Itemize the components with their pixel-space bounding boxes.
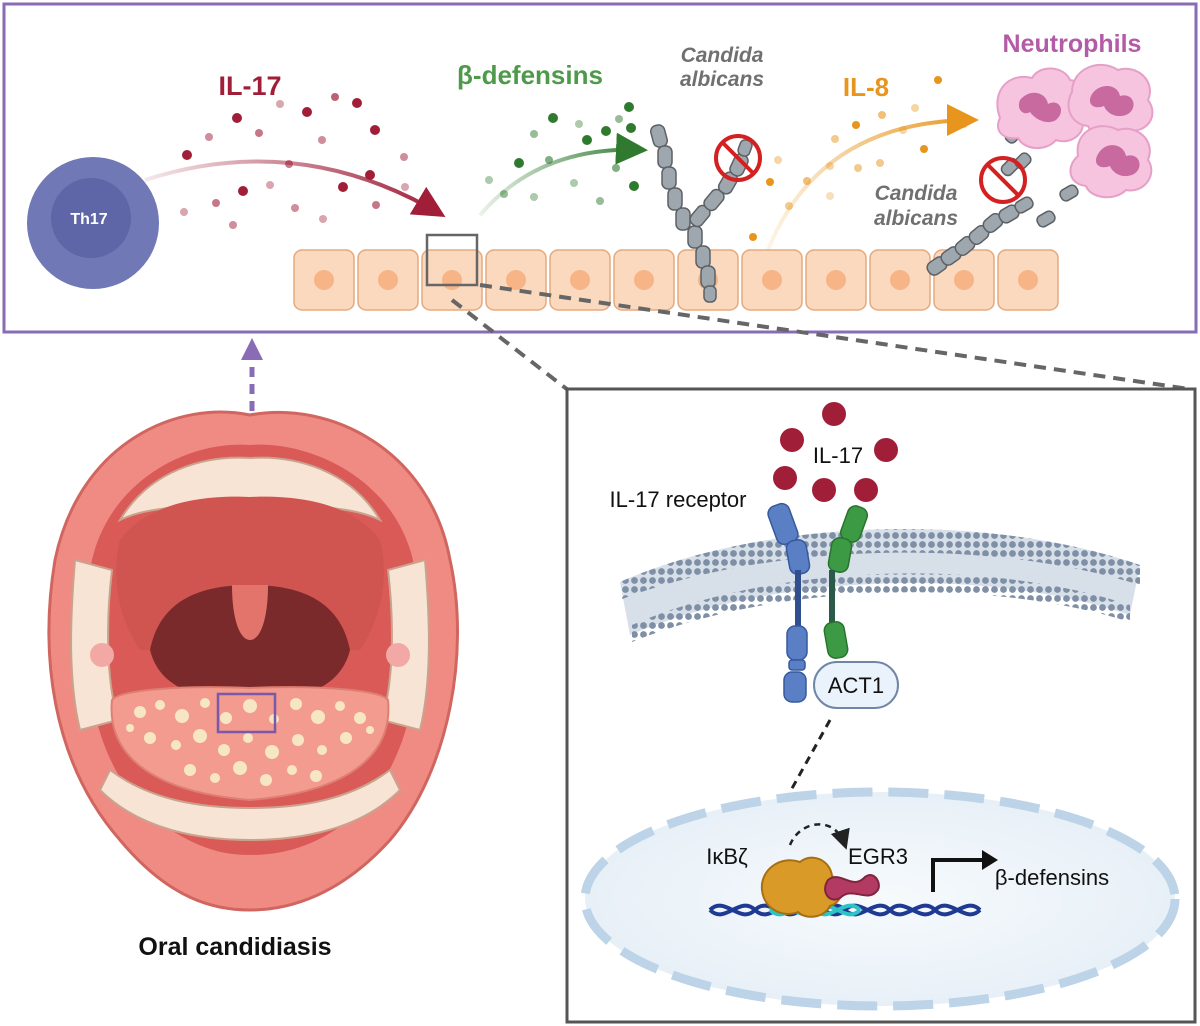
- tongue-zoom-box: [216, 692, 277, 734]
- no-sign-icon: [979, 156, 1027, 204]
- il17-label-inset: IL-17: [813, 443, 863, 468]
- inset-link-right: [479, 283, 1197, 392]
- il8-arrow: [766, 104, 979, 251]
- ikbz-label: IκBζ: [706, 844, 748, 869]
- top-panel: Th17 IL-17 β-defensins IL-8: [2, 2, 1198, 334]
- epithelial-cell: [485, 249, 547, 311]
- signaling-inset: IL-17 IL-17 receptor ACT1: [565, 387, 1197, 1024]
- tonsil-right: [386, 643, 410, 667]
- epithelial-cell: [293, 249, 355, 311]
- bdefensins-label-top: β-defensins: [457, 60, 603, 90]
- th17-cell: Th17: [27, 157, 159, 289]
- bdefensin-particles: [485, 102, 639, 205]
- membrane-bottom: [632, 573, 1130, 642]
- il17-particles-inset: [773, 402, 898, 502]
- candida-label-top-1: Candida: [681, 44, 764, 67]
- candida-label-right-1: Candida: [875, 182, 958, 205]
- bdefensins-label-inset: β-defensins: [995, 865, 1109, 890]
- membrane-top: [620, 529, 1140, 600]
- inset-link-left: [450, 298, 570, 392]
- transcription-arrow: [931, 858, 985, 892]
- il8-particles: [749, 76, 968, 241]
- il17-arrow: [144, 159, 446, 218]
- epithelial-cell: [997, 249, 1059, 311]
- act1-node: [813, 661, 899, 709]
- neutrophil-icon: [1067, 64, 1154, 139]
- th17-label: Th17: [70, 211, 107, 228]
- uvula: [232, 585, 268, 640]
- bdefensins-arrow: [478, 132, 648, 217]
- no-sign-icon: [714, 134, 762, 182]
- neutrophil-icon: [1069, 125, 1153, 199]
- epithelial-cell: [357, 249, 419, 311]
- lower-teeth: [98, 768, 402, 842]
- mouth-caption: Oral candidiasis: [138, 933, 331, 961]
- candidiasis-plaques: [126, 698, 374, 786]
- il17-receptor-blue: [767, 502, 811, 703]
- transcription-arrowhead: [982, 850, 998, 870]
- il17-receptor-green: [823, 505, 869, 659]
- act1-label: ACT1: [828, 673, 884, 698]
- egr3-label: EGR3: [848, 844, 908, 869]
- left-teeth: [70, 558, 120, 732]
- egr3-protein: [824, 874, 880, 901]
- nucleus: [580, 787, 1180, 1011]
- throat: [150, 585, 350, 700]
- il8-label: IL-8: [843, 72, 889, 102]
- candida-label-right-2: albicans: [874, 207, 958, 230]
- epithelial-cell: [741, 249, 803, 311]
- ikbz-egr3-arrow: [788, 823, 850, 850]
- epithelial-cell: [805, 249, 867, 311]
- tonsil-left: [90, 643, 114, 667]
- th17-cell-nucleus: [51, 178, 131, 258]
- neutrophil-icon: [996, 67, 1087, 149]
- receptor-label: IL-17 receptor: [610, 487, 747, 512]
- zoom-link-arrowhead: [241, 338, 263, 360]
- membrane-icon: [620, 529, 1140, 642]
- epithelial-cell: [549, 249, 611, 311]
- zoom-box: [425, 233, 479, 287]
- candida-label-top-2: albicans: [680, 68, 764, 91]
- mouth-icon: [47, 410, 459, 912]
- neutrophils-label: Neutrophils: [1003, 30, 1142, 58]
- epithelial-cell: [869, 249, 931, 311]
- il17-particles: [180, 93, 409, 229]
- candida-hypha-icon: [649, 124, 753, 303]
- right-teeth: [380, 558, 430, 732]
- il17-label-top: IL-17: [218, 71, 281, 101]
- epithelial-cell: [613, 249, 675, 311]
